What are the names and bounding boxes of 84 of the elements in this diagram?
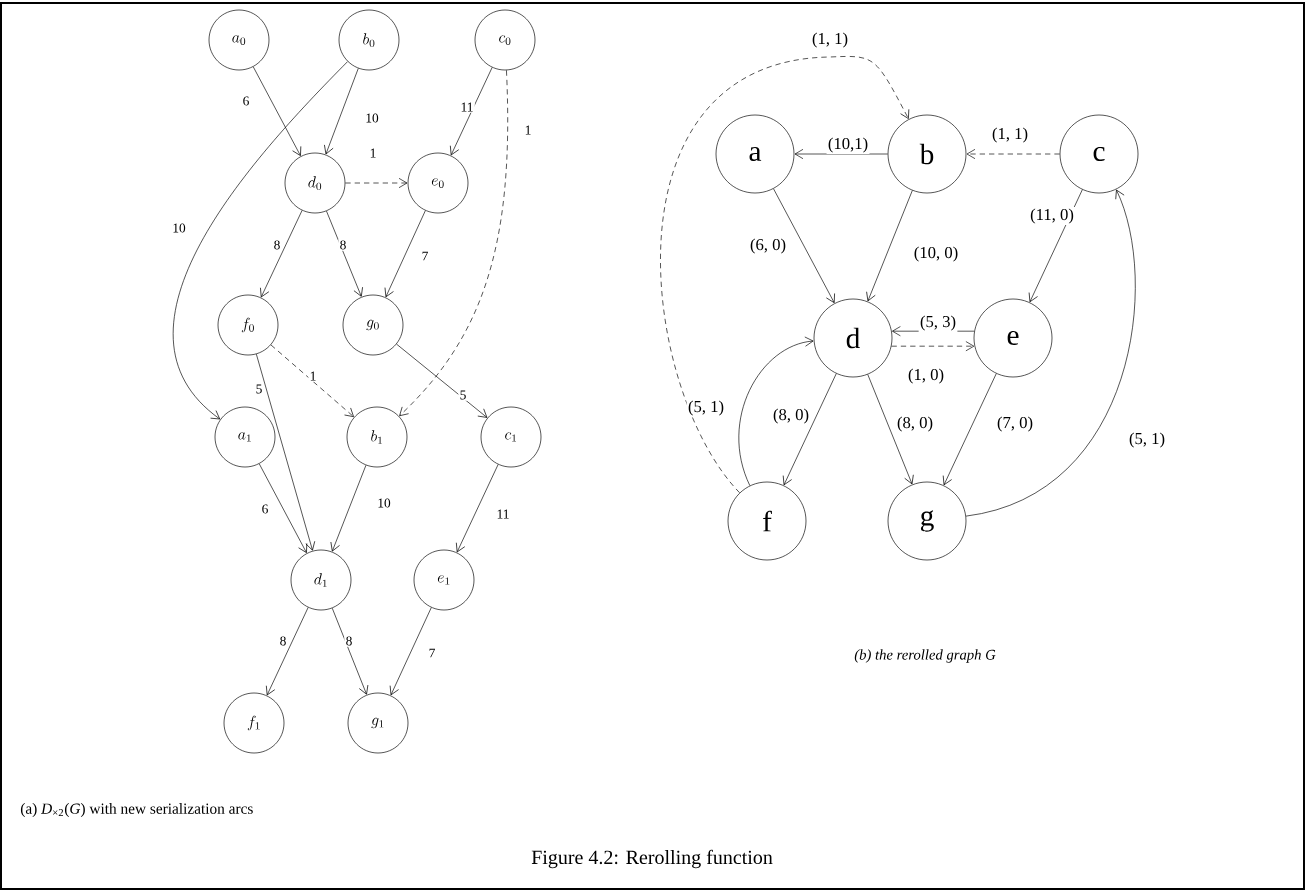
- graph-node: $b_1$: [346, 406, 408, 468]
- edge-label: 8: [272, 239, 282, 251]
- graph-node: $f_1$: [223, 692, 285, 754]
- arrow: [260, 210, 303, 298]
- edge-label: 11: [495, 508, 511, 520]
- edge-label: 8: [278, 635, 288, 647]
- arrow: [450, 67, 493, 156]
- graph-node: $f_0$: [217, 294, 279, 356]
- graph-node: $b_0$: [338, 9, 400, 71]
- arrow: [396, 343, 488, 418]
- graph-node: $c_1$: [480, 406, 542, 468]
- edge-label: (5, 1): [686, 399, 726, 417]
- arrow: [660, 56, 910, 494]
- arrow: [773, 188, 835, 304]
- arrow: [331, 607, 369, 695]
- arrow: [384, 210, 426, 298]
- arrow: [866, 190, 913, 302]
- graph-node: e: [973, 298, 1053, 378]
- edge-label: 10: [376, 497, 392, 509]
- graph-node: c: [1059, 114, 1139, 194]
- graph-node: $e_0$: [407, 152, 469, 214]
- graph-node: $a_1$: [214, 406, 276, 468]
- arrow: [782, 373, 837, 486]
- graph-node: $d_1$: [290, 549, 352, 611]
- edge-label: 1: [308, 370, 318, 382]
- arrow: [266, 607, 309, 696]
- edge-label: (1, 1): [810, 31, 850, 49]
- graph-node: g: [887, 481, 967, 561]
- arrow: [324, 68, 359, 155]
- arrow: [965, 189, 1136, 517]
- graph-node: $g_0$: [342, 294, 404, 356]
- graph-node: $c_0$: [474, 9, 536, 71]
- edge-label: (11, 0): [1028, 207, 1076, 225]
- arrow: [389, 607, 432, 696]
- edge-label: (10,1): [826, 136, 870, 154]
- graph-node: d: [813, 298, 893, 378]
- arrow: [399, 69, 508, 417]
- arrow: [456, 464, 499, 553]
- edge-label: (5, 3): [918, 314, 958, 332]
- arrow: [326, 210, 363, 297]
- arrow: [794, 149, 888, 159]
- graph-node: $e_1$: [413, 549, 475, 611]
- arrow: [270, 344, 354, 418]
- edge-label: 1: [368, 147, 378, 159]
- edge-label: 1: [523, 124, 533, 136]
- edge-label: 6: [241, 95, 251, 107]
- arrow: [891, 341, 975, 352]
- figure-caption: Figure 4.2: Rerolling function: [531, 849, 773, 869]
- arrow: [256, 353, 316, 551]
- edge-label: 11: [459, 101, 475, 113]
- subfigure-label: (a) D$_{×2}$(G) with new serialization arcs: [20, 803, 253, 817]
- graph-node: $a_0$: [208, 9, 270, 71]
- arrow: [345, 178, 408, 188]
- graph-node: a: [715, 114, 795, 194]
- arrow: [966, 149, 1060, 159]
- arrow: [172, 61, 348, 420]
- graph-node: f: [727, 481, 807, 561]
- edge-label: (1, 0): [906, 367, 946, 385]
- edge-label: 5: [254, 383, 264, 395]
- arrow: [738, 336, 814, 486]
- edge-label: 8: [338, 239, 348, 251]
- subfigure-label: (b) the rerolled graph G: [854, 649, 996, 663]
- graph-node: b: [887, 114, 967, 194]
- edge-label: (1, 1): [990, 126, 1030, 144]
- edge-label: (8, 0): [771, 407, 811, 425]
- edge-label: 10: [364, 112, 380, 124]
- arrow: [330, 464, 367, 552]
- edge-label: (7, 0): [995, 415, 1035, 433]
- graph-node: $d_0$: [284, 152, 346, 214]
- edge-label: 7: [427, 647, 437, 659]
- edge-label: (5, 1): [1127, 431, 1167, 449]
- edge-label: 5: [458, 389, 468, 401]
- edge-label: 10: [171, 222, 187, 234]
- edge-label: 6: [260, 503, 270, 515]
- edge-label: 7: [420, 250, 430, 262]
- arrow: [867, 374, 914, 485]
- arrow: [258, 463, 308, 553]
- edge-label: 8: [344, 635, 354, 647]
- graph-node: $g_1$: [347, 692, 409, 754]
- edge-label: (8, 0): [895, 415, 935, 433]
- arrow: [942, 373, 997, 486]
- edge-label: (10, 0): [912, 245, 960, 263]
- edge-label: (6, 0): [748, 237, 788, 255]
- arrow: [252, 66, 302, 156]
